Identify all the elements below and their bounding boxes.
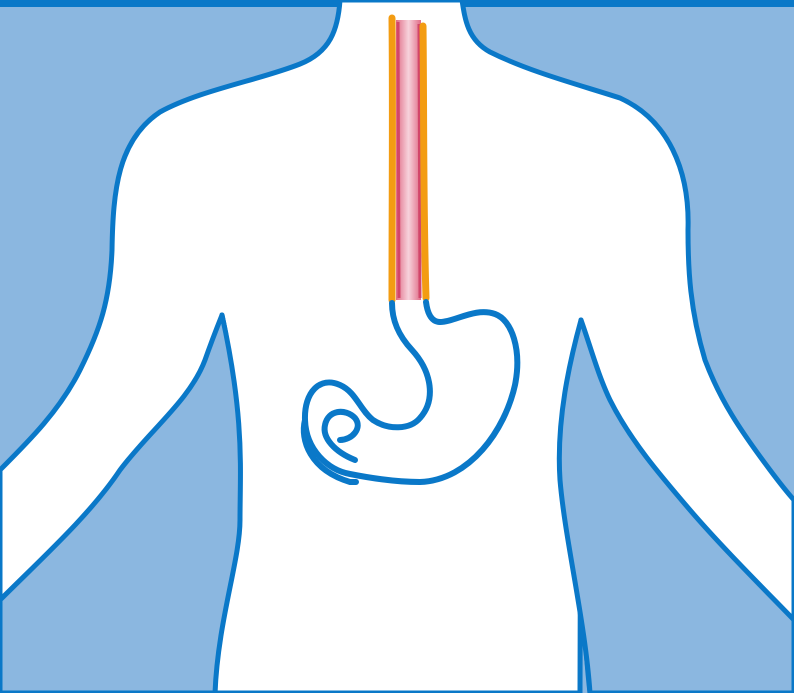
- esophagus-lumen-left-edge: [398, 22, 399, 298]
- esophagus-right-wall: [423, 26, 426, 298]
